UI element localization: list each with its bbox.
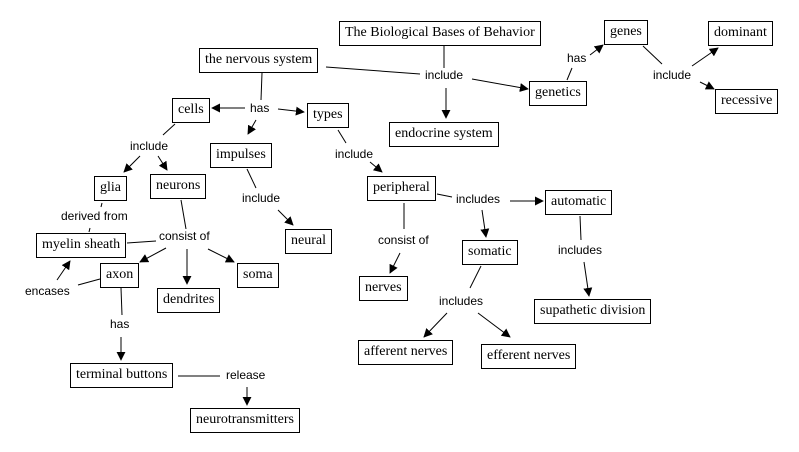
node-recessive[interactable]: recessive <box>715 89 779 114</box>
node-peripheral[interactable]: peripheral <box>367 176 436 201</box>
label-include: include <box>240 191 283 205</box>
link-include-dominant <box>691 47 719 67</box>
link-consist-axon <box>139 247 167 263</box>
label-encases: encases <box>23 284 72 298</box>
node-types[interactable]: types <box>307 103 349 128</box>
node-nerves[interactable]: nerves <box>359 276 408 301</box>
link-encases-myelin <box>56 260 71 281</box>
node-myelin-sheath[interactable]: myelin sheath <box>36 233 127 258</box>
node-terminal-buttons[interactable]: terminal buttons <box>70 363 174 388</box>
link-peripheral-includes <box>436 193 453 198</box>
node-efferent-nerves[interactable]: efferent nerves <box>481 344 577 369</box>
node-genetics[interactable]: genetics <box>529 81 587 106</box>
link-include-genetics <box>471 78 529 93</box>
link-includes-supathetic <box>583 261 593 297</box>
link-types-include <box>337 129 347 144</box>
node-somatic[interactable]: somatic <box>462 240 518 265</box>
node-soma[interactable]: soma <box>237 263 279 288</box>
link-ns-include <box>325 66 421 75</box>
link-ns-has <box>260 72 263 101</box>
link-include-neurons <box>157 155 168 171</box>
link-somatic-includes <box>469 265 482 289</box>
link-myelin-consist <box>126 240 157 244</box>
node-endocrine-system[interactable]: endocrine system <box>389 122 499 147</box>
node-dominant[interactable]: dominant <box>708 21 773 46</box>
link-include-neural <box>277 209 294 226</box>
link-includes-efferent <box>477 312 511 338</box>
link-automatic-includes <box>579 215 582 241</box>
node-genes[interactable]: genes <box>604 20 648 45</box>
link-includes-afferent <box>423 312 448 338</box>
node-afferent-nerves[interactable]: afferent nerves <box>358 340 454 365</box>
link-axon-has <box>120 287 123 316</box>
node-axon[interactable]: axon <box>100 263 140 288</box>
link-axon-encases <box>77 278 101 286</box>
label-include: include <box>423 68 466 82</box>
link-glia-derived <box>100 202 103 208</box>
node-neural[interactable]: neural <box>285 229 332 254</box>
link-impulses-include <box>246 168 257 189</box>
link-genes-include <box>642 45 663 65</box>
link-consist-soma <box>207 248 235 263</box>
label-release: release <box>224 368 268 382</box>
node-supathetic-division[interactable]: supathetic division <box>534 299 652 324</box>
node-cells[interactable]: cells <box>172 98 210 123</box>
node-glia[interactable]: glia <box>94 176 127 201</box>
link-genetics-has <box>566 67 573 81</box>
node-biological-bases[interactable]: The Biological Bases of Behavior <box>339 21 541 46</box>
link-include-recessive <box>699 81 715 90</box>
link-cells-include <box>162 123 176 136</box>
label-include: include <box>651 68 694 82</box>
label-include: include <box>128 139 171 153</box>
label-derived-from: derived from <box>59 209 130 223</box>
label-includes: includes <box>437 294 486 308</box>
link-include-peripheral <box>369 161 383 173</box>
link-neurons-consist <box>180 199 187 230</box>
label-consist-of: consist of <box>157 229 212 243</box>
label-has: has <box>248 101 272 115</box>
label-has: has <box>108 317 132 331</box>
node-impulses[interactable]: impulses <box>210 143 272 168</box>
label-consist-of: consist of <box>376 233 431 247</box>
link-has-types <box>277 106 305 116</box>
label-has: has <box>565 51 589 65</box>
node-neurotransmitters[interactable]: neurotransmitters <box>190 408 300 433</box>
link-derived-myelin <box>88 227 91 233</box>
node-neurons[interactable]: neurons <box>150 174 207 199</box>
label-includes: includes <box>454 192 503 206</box>
label-include: include <box>333 147 376 161</box>
link-has-impulses <box>247 119 257 135</box>
link-include-glia <box>123 155 141 173</box>
link-has-genes <box>589 44 604 56</box>
link-consist-nerves <box>389 252 401 274</box>
link-includes-somatic <box>480 209 490 238</box>
node-automatic[interactable]: automatic <box>545 190 613 215</box>
label-includes: includes <box>556 243 605 257</box>
node-nervous-system[interactable]: the nervous system <box>199 48 319 73</box>
node-dendrites[interactable]: dendrites <box>157 288 221 313</box>
